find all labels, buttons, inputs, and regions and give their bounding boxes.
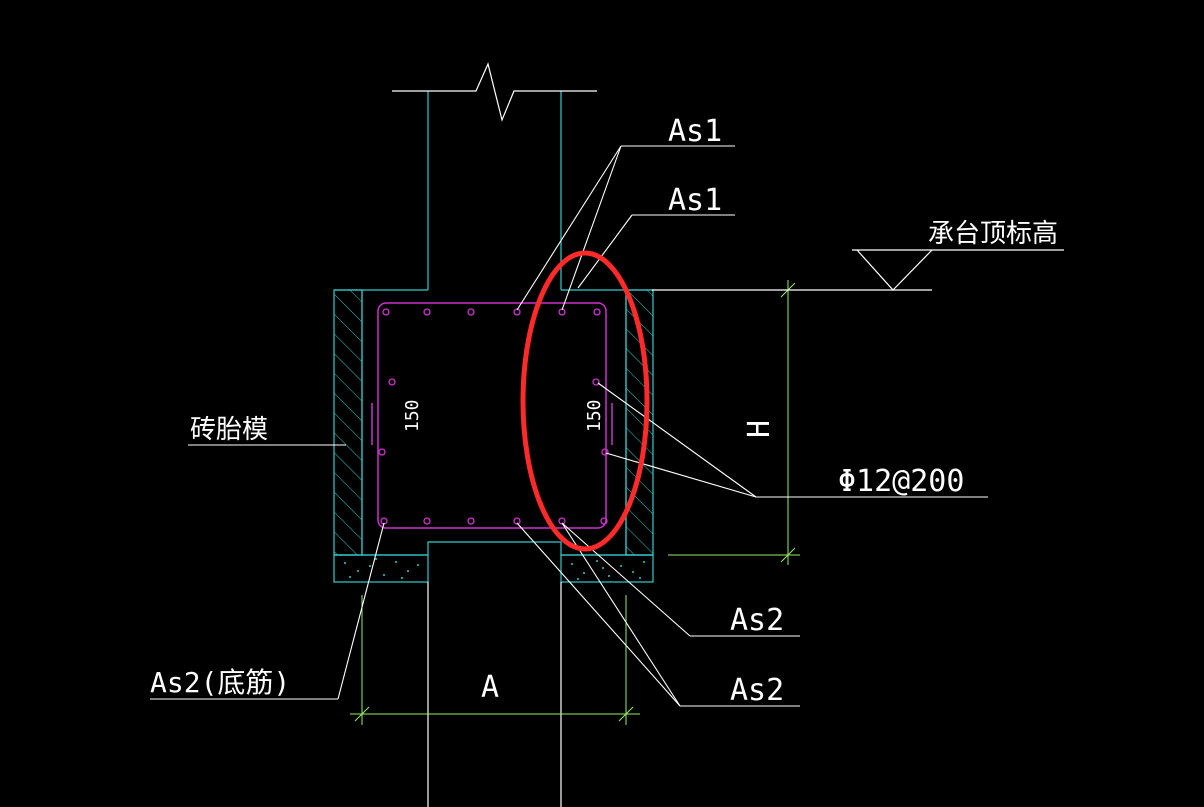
- dim-h-label: H: [742, 420, 777, 438]
- dim-a-label: A: [481, 670, 499, 705]
- as2-label-first: As2: [730, 603, 784, 638]
- rebar-cage: [377, 302, 607, 529]
- column-outline: [427, 91, 562, 290]
- as2-bottom-bar-label: As2(底筋): [150, 666, 290, 699]
- dim-150-right: 150: [584, 399, 605, 432]
- brick-formwork-label: 砖胎模: [190, 415, 268, 445]
- stirrup-spec-label: Φ12@200: [838, 464, 964, 499]
- elevation-marker: [652, 249, 1064, 291]
- break-line-symbol: [392, 62, 597, 122]
- bedding-speckle: [344, 558, 645, 580]
- pile-shaft: [427, 582, 562, 807]
- as1-label-second: As1: [668, 183, 722, 218]
- as1-label-top: As1: [668, 114, 722, 149]
- cap-top-elevation-label: 承台顶标高: [928, 219, 1058, 249]
- bedding-layer: [333, 541, 654, 583]
- rebar-dots: [378, 308, 609, 525]
- as2-label-second: As2: [730, 673, 784, 708]
- rebar-end-hooks: [371, 403, 613, 445]
- dimension-lines: [350, 280, 800, 725]
- highlight-ellipse: [520, 250, 650, 552]
- dim-150-left: 150: [402, 399, 423, 432]
- brick-formwork-walls: [333, 289, 654, 556]
- leader-lines: [150, 145, 988, 707]
